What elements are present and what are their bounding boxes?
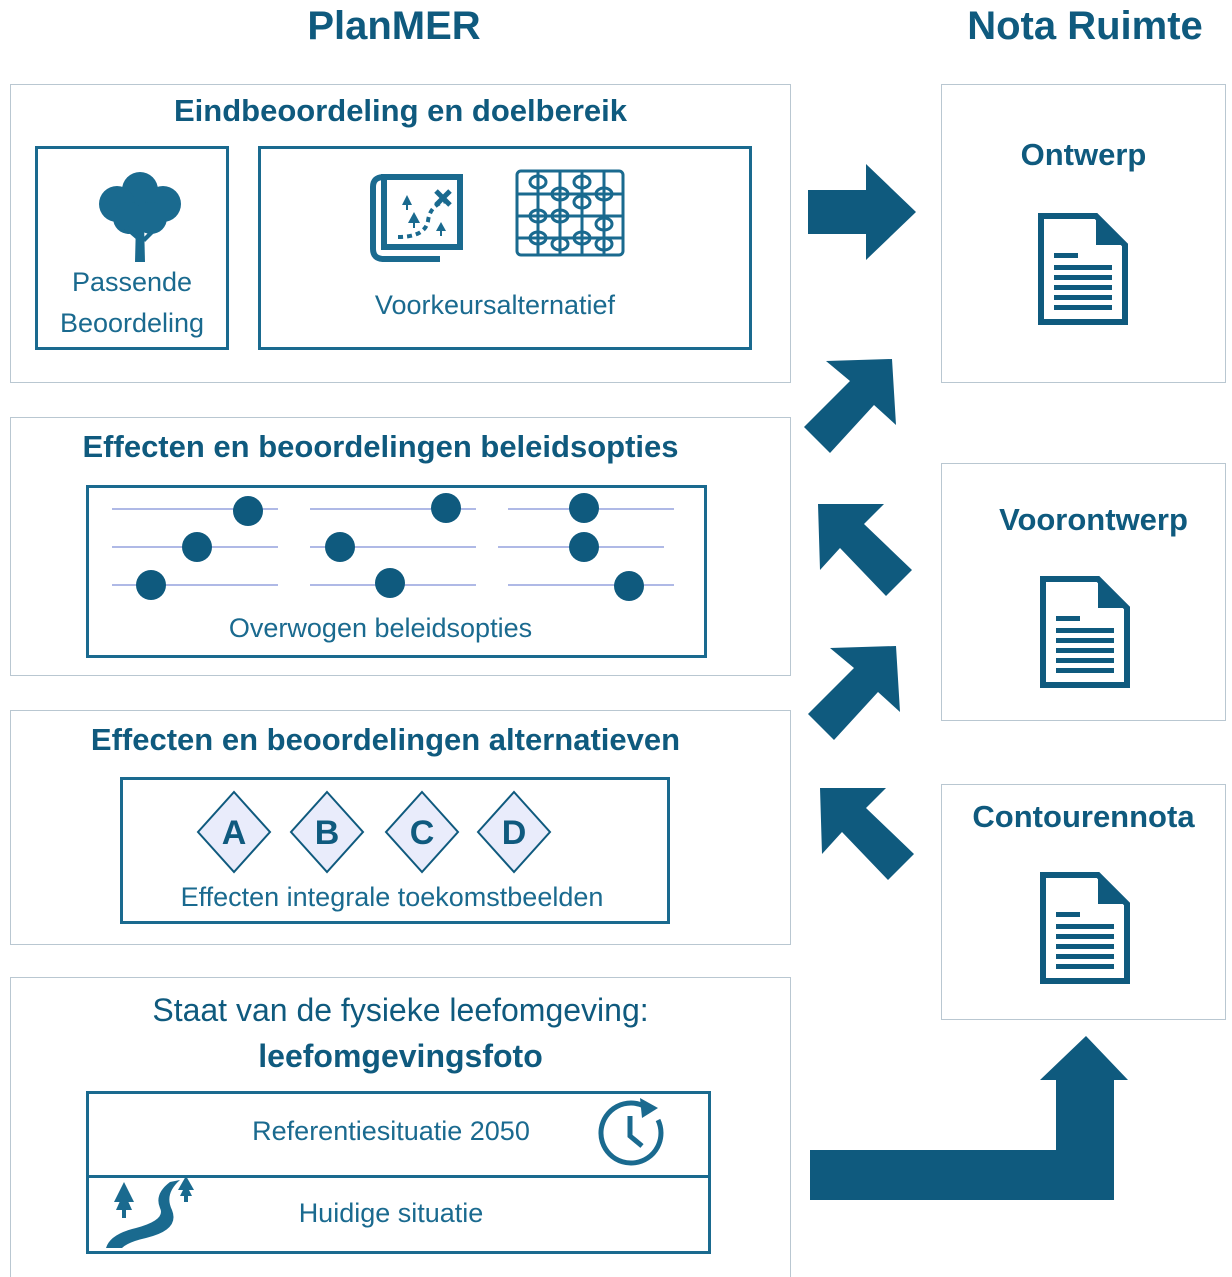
huidige-situatie-box xyxy=(86,1175,711,1254)
overwogen-beleidsopties-label: Overwogen beleidsopties xyxy=(228,613,533,643)
letter-b: B xyxy=(315,814,340,852)
map-icon xyxy=(370,174,463,262)
staat-title-line1: Staat van de fysieke leefomgeving: xyxy=(152,992,649,1028)
diamond-a xyxy=(196,790,272,874)
effecten-integrale-label: Effecten integrale toekomstbeelden xyxy=(180,882,604,912)
voorkeursalternatief-box xyxy=(258,146,752,350)
referentiesituatie-label: Referentiesituatie 2050 xyxy=(252,1116,530,1146)
arrow-icon-to-ontwerp xyxy=(808,164,916,260)
beleidsopties-box xyxy=(86,485,707,658)
road-icon xyxy=(106,1176,194,1248)
nota-ruimte-heading: Nota Ruimte xyxy=(967,4,1203,48)
passende-label-line2: Beoordeling xyxy=(59,308,205,338)
arrow-icon-elbow-up xyxy=(810,1036,1128,1200)
document-icon xyxy=(1038,213,1128,325)
arrow-icon-up-left-1 xyxy=(818,504,912,596)
beleidsopties-title: Effecten en beoordelingen beleidsopties xyxy=(82,429,679,464)
alternatieven-title: Effecten en beoordelingen alternatieven xyxy=(90,722,681,757)
alternatives-diamonds: A B C D xyxy=(196,790,552,874)
arrow-icon-up-right-2 xyxy=(808,646,900,740)
alternatieven-box xyxy=(120,777,670,924)
voorkeursalternatief-label: Voorkeursalternatief xyxy=(374,290,616,320)
planmer-heading: PlanMER xyxy=(307,4,481,48)
sliders-icon xyxy=(112,493,674,601)
diamond-b xyxy=(289,790,365,874)
voorontwerp-title: Voorontwerp xyxy=(999,502,1188,537)
letter-d: D xyxy=(502,814,527,852)
contourennota-title: Contourennota xyxy=(972,799,1195,834)
eindbeoordeling-title: Eindbeoordeling en doelbereik xyxy=(173,93,627,128)
abacus-icon xyxy=(515,169,625,257)
passende-beoordeling-box xyxy=(35,146,229,350)
document-icon xyxy=(1040,576,1130,688)
diamond-d xyxy=(476,790,552,874)
document-icon xyxy=(1040,872,1130,984)
letter-a: A xyxy=(222,814,247,852)
letter-c: C xyxy=(410,814,435,852)
arrow-icon-up-left-2 xyxy=(820,788,914,880)
diamond-c xyxy=(384,790,460,874)
passende-label-line1: Passende xyxy=(71,267,193,297)
ontwerp-title: Ontwerp xyxy=(1020,137,1147,172)
staat-title-line2: leefomgevingsfoto xyxy=(258,1038,543,1074)
arrow-icon-up-right-1 xyxy=(804,359,896,453)
tree-icon xyxy=(99,172,181,262)
huidige-situatie-label: Huidige situatie xyxy=(298,1198,484,1228)
clock-icon xyxy=(598,1098,664,1166)
